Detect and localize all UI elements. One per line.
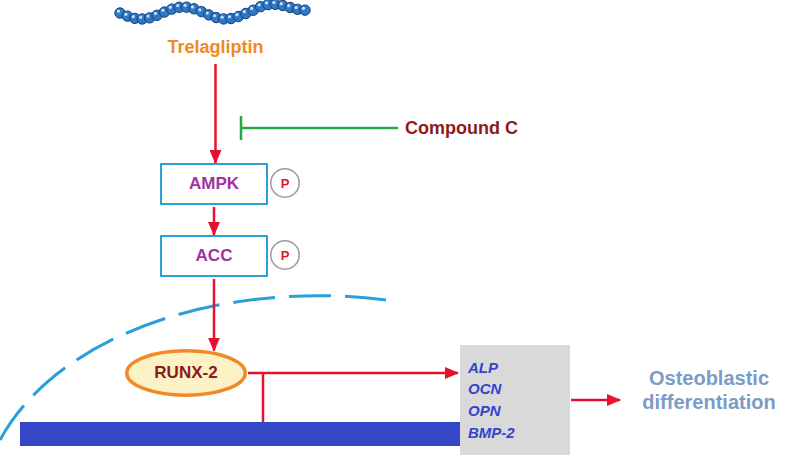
outcome-label: Osteoblastic differentiation [622,362,796,418]
bead-highlight [206,11,209,14]
node-text: OCN [460,378,501,400]
bead-highlight [265,1,268,4]
bead-highlight [191,5,194,8]
drug-label: Trelagliptin [165,33,266,62]
ellipse-shape [127,351,246,396]
node-text: P [281,248,290,263]
node-text: BMP-2 [460,422,515,444]
inhibition-line [241,127,398,130]
gene-box: ALPOCNOPNBMP-2 [460,345,570,455]
bead-highlight [154,12,157,15]
bead-highlight [124,13,127,16]
node-text: P [281,176,290,191]
molecule-bead [300,5,310,15]
node-text: Osteoblastic differentiation [622,366,796,414]
bead-highlight [161,9,164,12]
transcription-stub [262,373,265,422]
bead-highlight [295,6,298,9]
bead-highlight [258,3,261,6]
node-text: OPN [460,400,501,422]
signal-arrow [571,399,620,402]
signal-arrow [214,64,217,163]
circle-shape [271,169,300,198]
node-text: Trelagliptin [167,37,263,58]
node-text: ACC [196,246,233,266]
bead-highlight [184,4,187,7]
bead-highlight [147,14,150,17]
node-text: RUNX-2 [154,363,217,383]
bead-highlight [302,7,305,10]
node-text: AMPK [189,174,239,194]
bead-highlight [243,10,246,13]
bead-highlight [280,2,283,5]
bead-highlight [176,4,179,7]
inhibitor-label: Compound C [405,118,518,139]
bead-highlight [272,1,275,4]
bead-highlight [235,13,238,16]
signal-arrow [213,279,216,351]
circle-shape [271,241,300,270]
transcription-factor: RUNX-2 [125,349,247,397]
bead-highlight [287,4,290,7]
bead-highlight [198,8,201,11]
dna-strand [20,422,460,446]
inhibition-bar [240,116,243,140]
bead-highlight [228,15,231,18]
signal-arrow [213,207,216,235]
process-box: AMPK [160,163,268,205]
bead-highlight [250,7,253,10]
nucleus-membrane [0,296,386,440]
bead-highlight [213,14,216,17]
node-text: ALP [460,357,498,379]
process-box: ACC [160,235,268,277]
bead-highlight [117,10,120,13]
molecule-illustration [115,0,310,24]
bead-highlight [169,6,172,9]
bead-highlight [139,16,142,19]
phospho-circle: P [270,240,300,270]
bead-highlight [221,16,224,19]
bead-highlight [132,15,135,18]
phospho-circle: P [270,168,300,198]
signal-arrow [248,372,458,375]
